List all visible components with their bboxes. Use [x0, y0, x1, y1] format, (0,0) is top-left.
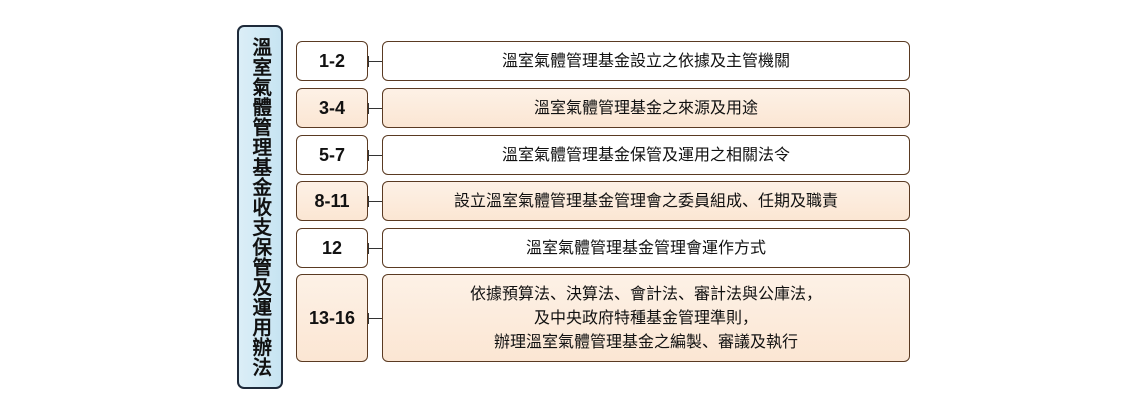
connector-2 [368, 103, 382, 114]
article-number-1: 1-2 [296, 41, 368, 81]
description-line: 設立溫室氣體管理基金管理會之委員組成、任期及職責 [453, 191, 838, 210]
description-line: 溫室氣體管理基金之來源及用途 [533, 98, 758, 117]
connector-6 [368, 313, 382, 324]
description-line: 溫室氣體管理基金管理會運作方式 [525, 238, 766, 257]
description-line: 溫室氣體管理基金保管及運用之相關法令 [501, 145, 790, 164]
article-number-6: 13-16 [296, 274, 368, 362]
article-description-2: 溫室氣體管理基金之來源及用途 [382, 88, 910, 128]
article-number-2: 3-4 [296, 88, 368, 128]
article-number-4: 8-11 [296, 181, 368, 221]
description-line: 依據預算法、決算法、會計法、審計法與公庫法， [469, 284, 822, 303]
article-description-6: 依據預算法、決算法、會計法、審計法與公庫法， 及中央政府特種基金管理準則， 辦理… [382, 274, 910, 362]
article-description-3: 溫室氣體管理基金保管及運用之相關法令 [382, 135, 910, 175]
article-description-1: 溫室氣體管理基金設立之依據及主管機關 [382, 41, 910, 81]
connector-5 [368, 243, 382, 254]
diagram-title: 溫室氣體管理基金收支保管及運用辦法 [248, 37, 272, 377]
article-description-4: 設立溫室氣體管理基金管理會之委員組成、任期及職責 [382, 181, 910, 221]
title-box: 溫室氣體管理基金收支保管及運用辦法 [237, 25, 283, 389]
article-number-3: 5-7 [296, 135, 368, 175]
article-description-5: 溫室氣體管理基金管理會運作方式 [382, 228, 910, 268]
connector-1 [368, 56, 382, 67]
connector-4 [368, 196, 382, 207]
connector-3 [368, 150, 382, 161]
description-line: 溫室氣體管理基金設立之依據及主管機關 [501, 51, 790, 70]
description-line: 及中央政府特種基金管理準則， [533, 308, 758, 327]
description-line: 辦理溫室氣體管理基金之編製、審議及執行 [493, 332, 798, 351]
article-number-5: 12 [296, 228, 368, 268]
